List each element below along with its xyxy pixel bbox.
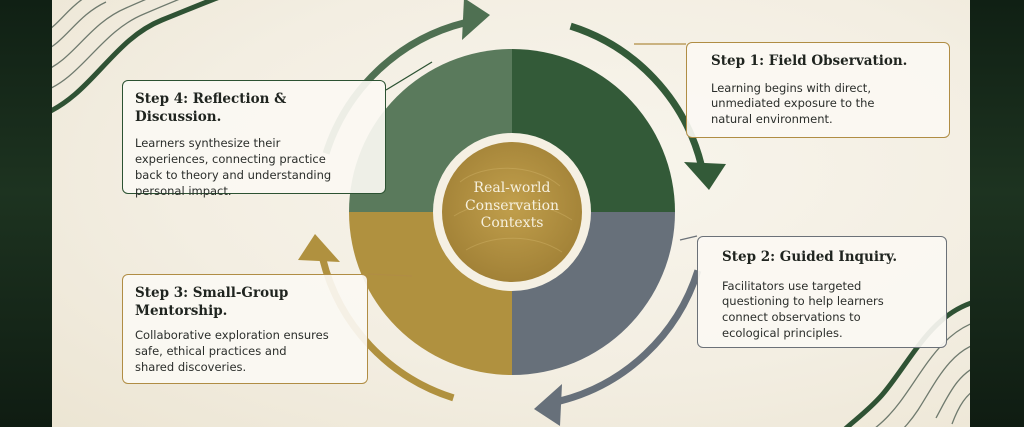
step-4-body-line: Learners synthesize their bbox=[135, 136, 281, 151]
infographic-panel: Real-world Conservation Contexts Step 1:… bbox=[52, 0, 970, 427]
step-1-body-line: natural environment. bbox=[711, 112, 833, 127]
left-background-strip bbox=[0, 0, 52, 427]
right-background-strip bbox=[970, 0, 1024, 427]
step-4-title: Step 4: Reflection & Discussion. bbox=[135, 91, 287, 125]
step-3-body-line: safe, ethical practices and bbox=[135, 343, 287, 358]
center-label-line-3: Contexts bbox=[480, 215, 544, 231]
step-2-body-line: connect observations to bbox=[722, 310, 861, 325]
step-4-body-line: experiences, connecting practice bbox=[135, 151, 326, 166]
step-2-title: Step 2: Guided Inquiry. bbox=[722, 249, 898, 265]
topographic-contour-decoration bbox=[52, 0, 970, 427]
step-3-body-line: shared discoveries. bbox=[135, 359, 247, 374]
step-4-card: Step 4: Reflection & Discussion. Learner… bbox=[122, 80, 386, 198]
step-1-body-line: unmediated exposure to the bbox=[711, 96, 875, 111]
step-4-body: Learners synthesize their experiences, c… bbox=[135, 136, 373, 199]
step-2-body-line: Facilitators use targeted bbox=[722, 278, 862, 293]
step-2-body-line: ecological principles. bbox=[722, 326, 843, 341]
step-3-title: Step 3: Small-Group Mentorship. bbox=[135, 285, 355, 320]
arrow-step-1 bbox=[569, 22, 705, 166]
step-3-title-line: Mentorship. bbox=[135, 302, 228, 319]
step-1-body-line: Learning begins with direct, bbox=[711, 80, 871, 95]
center-label-line-1: Real-world bbox=[473, 180, 551, 196]
step-2-card: Step 2: Guided Inquiry. Facilitators use… bbox=[697, 236, 947, 348]
center-label: Real-world Conservation Contexts bbox=[434, 180, 590, 233]
step-1-card: Step 1: Field Observation. Learning begi… bbox=[686, 42, 950, 138]
step-1-body: Learning begins with direct, unmediated … bbox=[711, 81, 937, 129]
step-3-card: Step 3: Small-Group Mentorship. Collabor… bbox=[122, 274, 368, 384]
center-label-line-2: Conservation bbox=[464, 197, 560, 214]
arrow-step-2 bbox=[558, 269, 702, 405]
step-4-body-line: personal impact. bbox=[135, 183, 232, 198]
step-3-body: Collaborative exploration ensures safe, … bbox=[135, 328, 355, 376]
step-1-title: Step 1: Field Observation. bbox=[711, 53, 908, 69]
step-4-body-line: back to theory and understanding bbox=[135, 167, 332, 182]
step-3-body-line: Collaborative exploration ensures bbox=[135, 328, 329, 343]
step-2-body: Facilitators use targeted questioning to… bbox=[722, 279, 934, 342]
step-3-title-line: Step 3: Small-Group bbox=[135, 285, 289, 301]
cycle-diagram bbox=[298, 0, 726, 426]
center-hub bbox=[442, 142, 582, 282]
step-2-body-line: questioning to help learners bbox=[722, 294, 884, 309]
